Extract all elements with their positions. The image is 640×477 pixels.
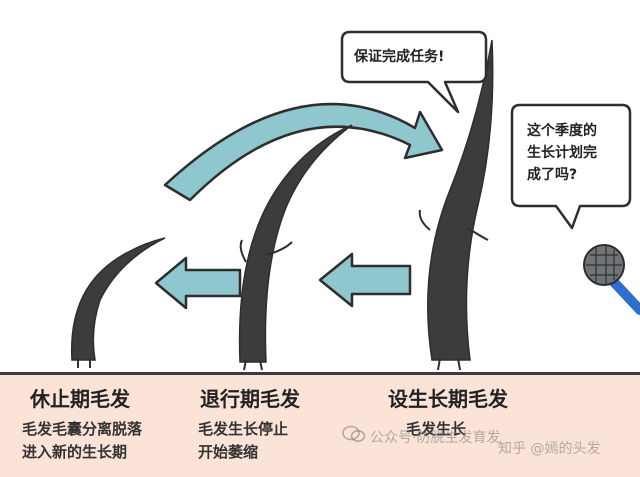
- stage-desc-catagen-1: 毛发生长停止: [198, 420, 289, 438]
- anagen-hair: [418, 39, 494, 371]
- watermark-left: 公众号·防脱生发育发: [370, 430, 501, 446]
- telogen-hair: [70, 237, 166, 368]
- stage-desc-anagen-1: 毛发生长: [406, 420, 467, 438]
- left-arrow-1: [154, 256, 242, 310]
- stage-title-catagen: 退行期毛发: [200, 387, 300, 411]
- bubble1-text: 保证完成任务!: [354, 49, 445, 65]
- stage-desc-telogen-2: 进入新的生长期: [22, 443, 128, 461]
- wechat-icon: [342, 425, 366, 442]
- bubble2-line1: 这个季度的: [527, 123, 597, 139]
- microphone: [583, 244, 640, 315]
- ground-strip: [0, 372, 640, 477]
- speech-bubble-2: [510, 103, 632, 230]
- catagen-hair: [238, 124, 353, 371]
- bubble2-line2: 生长计划完: [527, 145, 597, 161]
- stage-title-telogen: 休止期毛发: [30, 387, 130, 411]
- bubble2-line3: 成了吗?: [527, 167, 578, 183]
- watermark-right: 知乎 @嫣的头发: [498, 441, 601, 457]
- speech-bubble-1: [340, 30, 488, 114]
- curved-arrow: [163, 102, 444, 202]
- stage-title-anagen: 设生长期毛发: [388, 387, 508, 411]
- left-arrow-2: [318, 252, 412, 308]
- stage-desc-catagen-2: 开始萎缩: [198, 443, 259, 461]
- stage-desc-telogen-1: 毛发毛囊分离脱落: [22, 420, 143, 438]
